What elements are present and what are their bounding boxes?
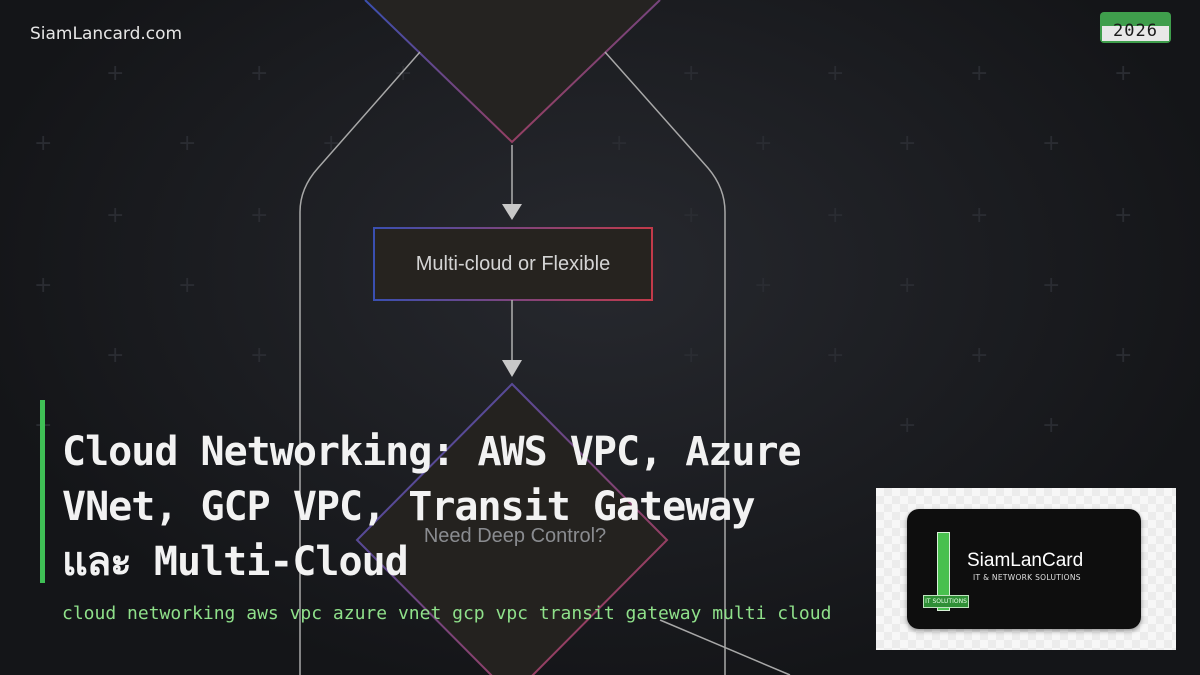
logo-tagline: IT & NETWORK SOLUTIONS [973, 573, 1081, 582]
svg-text:+: + [250, 203, 268, 228]
diamond-label: Need Deep Control? [423, 525, 607, 547]
svg-text:+: + [826, 61, 844, 86]
logo-bar [937, 532, 950, 611]
title-line: Cloud Networking: AWS VPC, Azure [62, 429, 802, 475]
connector-line [659, 619, 791, 675]
article-title: Cloud Networking: AWS VPC, Azure VNet, G… [62, 425, 852, 590]
right-branch-line [604, 51, 726, 675]
svg-text:+: + [250, 61, 268, 86]
svg-text:+: + [1042, 413, 1060, 438]
svg-text:+: + [178, 273, 196, 298]
svg-text:+: + [754, 273, 772, 298]
svg-text:+: + [970, 61, 988, 86]
svg-text:+: + [394, 61, 412, 86]
svg-text:+: + [250, 343, 268, 368]
lower-decision-diamond [355, 382, 669, 675]
keywords-line: cloud networking aws vpc azure vnet gcp … [62, 603, 832, 624]
logo-brand-name: SiamLanCard [967, 550, 1084, 571]
svg-text:+: + [826, 343, 844, 368]
svg-text:+: + [322, 131, 340, 156]
svg-text:+: + [106, 61, 124, 86]
title-line: VNet, GCP VPC, Transit Gateway [62, 484, 755, 530]
plus-grid: +++++++ +++++++ ++++++ +++++ ++++++ +++ [34, 61, 1132, 438]
svg-text:+: + [682, 203, 700, 228]
year-badge: 2026 [1100, 12, 1171, 43]
svg-text:+: + [1114, 203, 1132, 228]
svg-text:+: + [106, 343, 124, 368]
svg-text:+: + [178, 131, 196, 156]
svg-text:+: + [682, 61, 700, 86]
svg-text:+: + [898, 273, 916, 298]
svg-text:+: + [1042, 273, 1060, 298]
logo-chip: IT SOLUTIONS [923, 595, 969, 608]
top-decision-diamond [364, 0, 661, 144]
svg-text:+: + [610, 131, 628, 156]
title-line: และ Multi-Cloud [62, 539, 409, 585]
year-text: 2026 [1113, 21, 1158, 41]
svg-text:+: + [970, 203, 988, 228]
svg-text:+: + [1114, 343, 1132, 368]
left-branch-line [299, 51, 421, 675]
svg-text:+: + [898, 413, 916, 438]
site-label: SiamLancard.com [30, 24, 183, 44]
title-accent-bar [40, 400, 45, 583]
svg-text:+: + [34, 131, 52, 156]
svg-text:+: + [1114, 61, 1132, 86]
svg-text:+: + [682, 343, 700, 368]
svg-text:+: + [34, 273, 52, 298]
arrowhead-icon [502, 360, 522, 377]
flow-node-label: Multi-cloud or Flexible [415, 252, 611, 275]
logo-card: IT SOLUTIONS SiamLanCard IT & NETWORK SO… [907, 509, 1141, 629]
svg-text:+: + [970, 343, 988, 368]
svg-text:+: + [898, 131, 916, 156]
process-node [373, 227, 653, 301]
svg-text:+: + [106, 203, 124, 228]
logo-panel: IT SOLUTIONS SiamLanCard IT & NETWORK SO… [876, 488, 1176, 650]
svg-text:+: + [754, 131, 772, 156]
arrowhead-icon [502, 204, 522, 220]
svg-text:+: + [1042, 131, 1060, 156]
svg-text:+: + [826, 203, 844, 228]
